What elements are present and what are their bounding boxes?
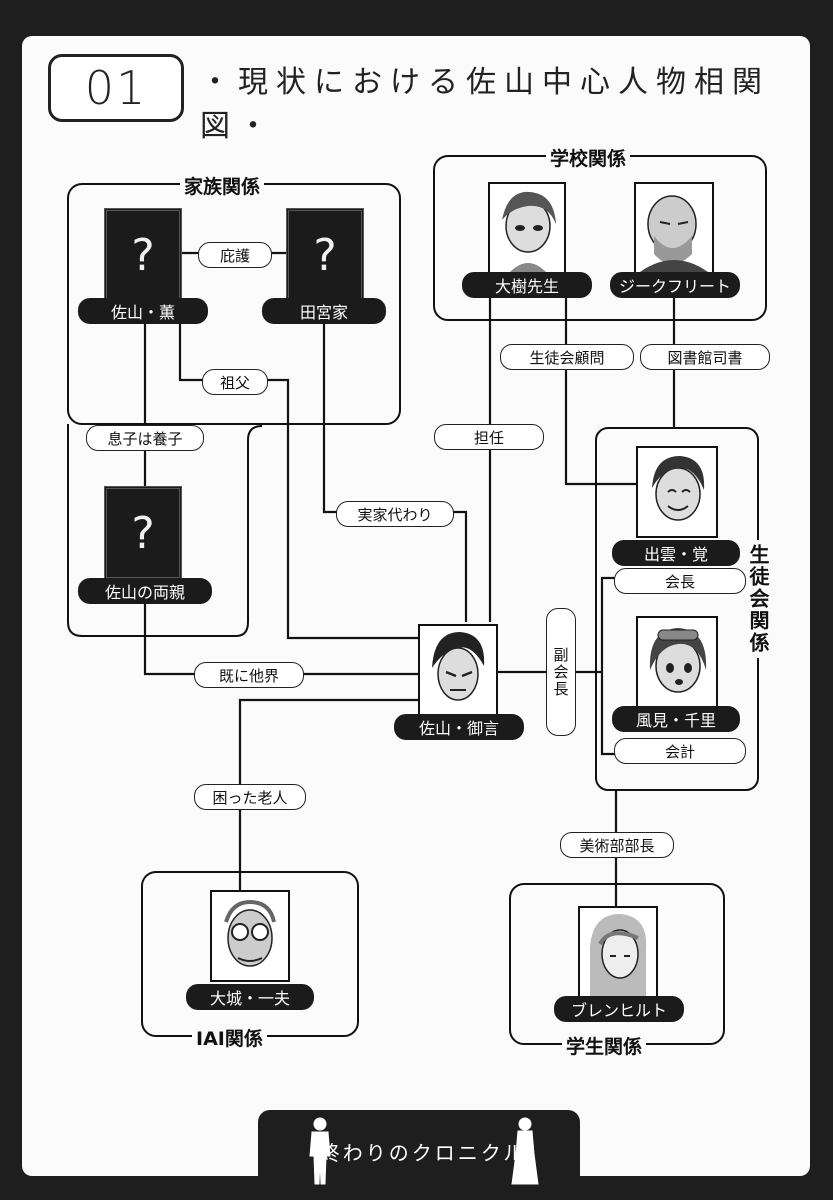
name-brunhild: ブレンヒルト xyxy=(554,996,684,1022)
name-ooshiro-kazuo: 大城・一夫 xyxy=(186,984,314,1010)
name-sayama-kaoru: 佐山・薫 xyxy=(78,298,208,324)
portrait-sayama-kaoru: ? xyxy=(104,208,182,302)
glasses-old-man-portrait-icon xyxy=(224,899,276,967)
smiling-boy-portrait-icon xyxy=(652,456,705,521)
relation-homeroom: 担任 xyxy=(434,424,544,450)
name-tamiya-family: 田宮家 xyxy=(262,298,386,324)
relation-art-club-head: 美術部部長 xyxy=(560,832,674,858)
portrait-brunhild xyxy=(578,906,658,998)
relation-president: 会長 xyxy=(614,568,746,594)
line-parents-mikoto xyxy=(143,600,418,676)
female-teacher-portrait-icon xyxy=(502,191,556,272)
line-tamiya-mikoto xyxy=(322,322,468,622)
relation-vice-president: 副会長 xyxy=(546,608,576,736)
portrait-ooshiro-kazuo xyxy=(210,890,290,982)
series-title: 終わりのクロニクル xyxy=(319,1140,527,1165)
group-label-student-council: 生徒会関係 xyxy=(744,540,773,658)
line-council-bracket xyxy=(600,576,616,756)
protagonist-portrait-icon xyxy=(432,632,485,701)
name-ooki-sensei: 大樹先生 xyxy=(462,272,592,298)
relation-parents-substitute: 実家代わり xyxy=(336,501,454,527)
relation-already-passed: 既に他界 xyxy=(194,662,304,688)
old-man-portrait-icon xyxy=(640,195,708,272)
relation-librarian: 図書館司書 xyxy=(640,344,770,370)
relation-protection: 庇護 xyxy=(198,242,272,268)
relation-adopted-son: 息子は養子 xyxy=(86,425,204,451)
relation-council-advisor: 生徒会顧問 xyxy=(500,344,634,370)
group-label-family: 家族関係 xyxy=(180,172,265,199)
name-kazami-chisato: 風見・千里 xyxy=(612,706,740,732)
portrait-ooki-sensei xyxy=(488,182,566,274)
name-sayama-parents: 佐山の両親 xyxy=(78,578,212,604)
group-label-iai: IAI関係 xyxy=(192,1024,267,1051)
page-title: ・現状における佐山中心人物相関図・ xyxy=(200,65,770,144)
name-siegfried: ジークフリート xyxy=(610,272,740,298)
female-silhouette-icon xyxy=(511,1117,539,1185)
question-mark-icon: ? xyxy=(131,507,155,559)
portrait-sayama-mikoto xyxy=(418,624,498,716)
line-ooki-izumo xyxy=(564,296,636,486)
line-mikoto-ooshiro xyxy=(238,698,418,892)
portrait-tamiya-family: ? xyxy=(286,208,364,302)
relation-treasurer: 会計 xyxy=(614,738,746,764)
group-label-school: 学校関係 xyxy=(546,144,631,171)
male-silhouette-icon xyxy=(309,1117,331,1185)
portrait-sayama-parents: ? xyxy=(104,486,182,580)
group-box-family-lower xyxy=(67,424,263,637)
girl-with-goggles-portrait-icon xyxy=(649,628,707,693)
long-hair-girl-portrait-icon xyxy=(590,914,647,996)
relation-grandfather: 祖父 xyxy=(202,369,268,395)
question-mark-icon: ? xyxy=(313,229,337,281)
portrait-siegfried xyxy=(634,182,714,274)
name-sayama-mikoto: 佐山・御言 xyxy=(394,714,524,740)
chapter-number: 01 xyxy=(48,54,184,122)
group-label-student: 学生関係 xyxy=(562,1032,647,1059)
portrait-izumo-kaku xyxy=(636,446,718,538)
question-mark-icon: ? xyxy=(131,229,155,281)
name-izumo-kaku: 出雲・覚 xyxy=(612,540,740,566)
relation-troubled-old-man: 困った老人 xyxy=(194,784,306,810)
portrait-kazami-chisato xyxy=(636,616,718,708)
line-kaoru-mikoto xyxy=(178,322,418,640)
